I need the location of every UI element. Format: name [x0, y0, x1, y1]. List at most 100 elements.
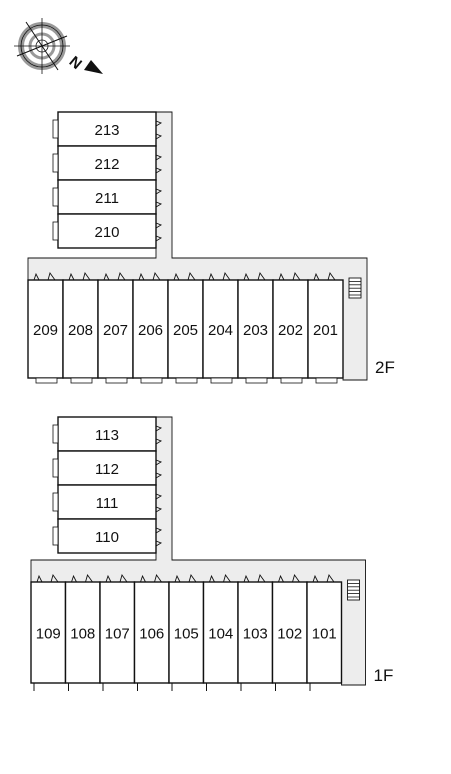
door-mark	[312, 574, 319, 583]
unit-label-104: 104	[208, 626, 233, 643]
balcony	[52, 424, 59, 444]
unit-label-202: 202	[278, 322, 303, 339]
unit-label-213: 213	[94, 122, 119, 139]
unit-203	[237, 279, 274, 379]
compass-north-icon	[14, 18, 103, 74]
door-mark	[187, 271, 196, 281]
door-mark	[155, 201, 163, 208]
floor-label: 1F	[374, 666, 394, 685]
door-mark	[36, 574, 43, 583]
balcony	[52, 221, 59, 241]
door-mark	[71, 574, 77, 583]
door-mark	[117, 271, 126, 281]
door-mark	[155, 120, 163, 127]
door-mark	[223, 573, 231, 583]
balcony	[70, 377, 93, 384]
compass-north-label: N	[66, 53, 85, 73]
balcony	[35, 377, 58, 384]
unit-label-211: 211	[95, 190, 119, 207]
unit-207	[97, 279, 134, 379]
door-mark	[313, 272, 320, 281]
unit-label-105: 105	[174, 626, 199, 643]
balcony	[105, 377, 128, 384]
unit-106	[133, 581, 170, 684]
balcony	[245, 377, 268, 384]
unit-label-209: 209	[33, 322, 58, 339]
door-mark	[173, 272, 180, 281]
balcony	[52, 526, 59, 546]
balcony	[52, 458, 59, 478]
unit-label-110: 110	[95, 529, 119, 546]
door-mark	[174, 574, 181, 583]
balcony	[175, 377, 198, 384]
door-mark	[155, 540, 163, 547]
door-mark	[327, 271, 336, 281]
door-mark	[155, 167, 163, 174]
corridor	[30, 416, 366, 686]
door-mark	[119, 573, 128, 583]
unit-label-108: 108	[70, 626, 95, 643]
door-mark	[278, 272, 285, 281]
unit-209	[27, 279, 64, 379]
balcony	[140, 377, 163, 384]
door-mark	[68, 272, 75, 281]
door-mark	[209, 574, 215, 583]
unit-label-102: 102	[277, 626, 302, 643]
door-mark	[292, 573, 300, 583]
door-mark	[103, 272, 110, 281]
unit-113	[57, 416, 157, 452]
unit-label-113: 113	[95, 427, 119, 444]
stairs-icon	[348, 277, 362, 299]
door-mark	[155, 438, 163, 445]
balcony	[210, 377, 233, 384]
door-mark	[155, 425, 163, 432]
unit-206	[132, 279, 169, 379]
door-mark	[155, 235, 163, 242]
unit-210	[57, 213, 157, 249]
unit-label-212: 212	[94, 156, 119, 173]
door-mark	[243, 272, 250, 281]
door-mark	[50, 573, 59, 583]
unit-label-204: 204	[208, 322, 233, 339]
balcony	[52, 153, 59, 173]
door-mark	[155, 188, 163, 195]
unit-label-103: 103	[243, 626, 268, 643]
unit-label-208: 208	[68, 322, 93, 339]
unit-211	[57, 179, 157, 215]
unit-label-210: 210	[94, 224, 119, 241]
door-mark	[155, 222, 163, 229]
balcony	[280, 377, 303, 384]
door-mark	[105, 574, 112, 583]
door-mark	[188, 573, 197, 583]
unit-label-207: 207	[103, 322, 128, 339]
door-mark	[243, 574, 250, 583]
unit-101	[306, 581, 343, 684]
unit-110	[57, 518, 157, 554]
door-mark	[155, 472, 163, 479]
door-mark	[154, 573, 162, 583]
door-mark	[222, 271, 231, 281]
unit-103	[237, 581, 274, 684]
stairs-icon	[347, 579, 360, 601]
unit-label-101: 101	[312, 626, 337, 643]
door-mark	[292, 271, 301, 281]
door-mark	[326, 573, 335, 583]
door-mark	[155, 133, 163, 140]
door-mark	[278, 574, 284, 583]
door-mark	[257, 271, 266, 281]
door-mark	[155, 493, 163, 500]
unit-label-203: 203	[243, 322, 268, 339]
unit-label-201: 201	[313, 322, 338, 339]
corridor	[27, 111, 368, 381]
door-mark	[138, 272, 145, 281]
door-mark	[85, 573, 93, 583]
door-mark	[208, 272, 215, 281]
unit-105	[168, 581, 205, 684]
door-mark	[47, 271, 56, 281]
door-mark	[257, 573, 266, 583]
door-mark	[82, 271, 91, 281]
door-mark	[152, 271, 161, 281]
unit-label-111: 111	[96, 495, 119, 512]
